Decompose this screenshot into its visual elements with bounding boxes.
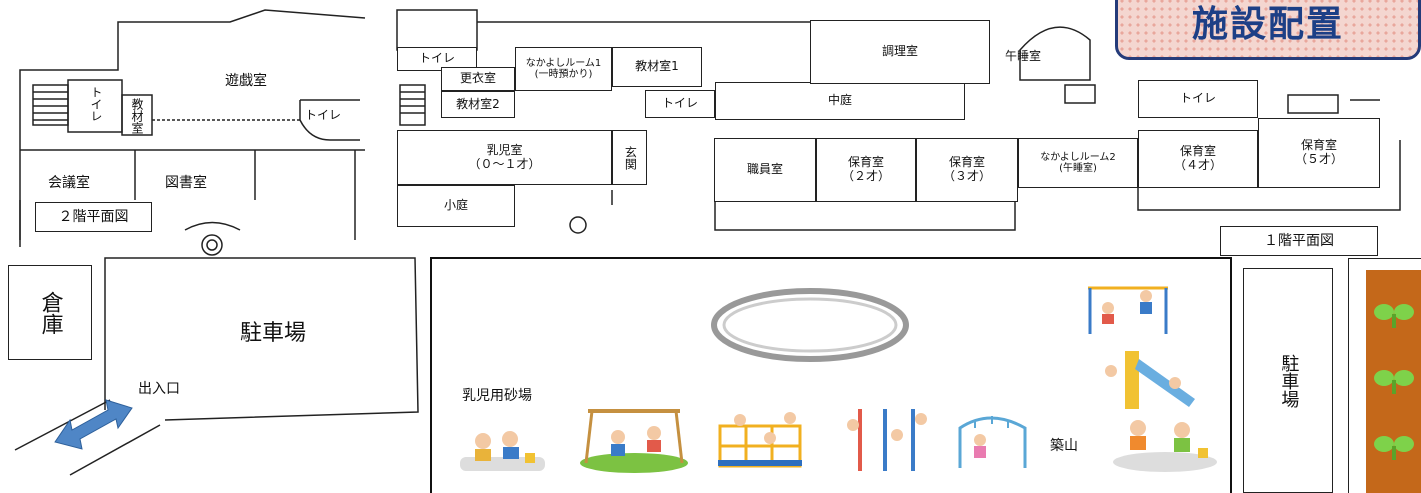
toilet-label: トイレ: [661, 96, 698, 111]
jungle-gym-icon: [718, 412, 802, 468]
material-room-1-label: 教材室1: [635, 59, 679, 74]
side-parking: 駐車場: [1243, 268, 1333, 493]
swing-icon: [580, 409, 688, 473]
sandbox-icon: [460, 431, 545, 471]
title-badge: 施設配置: [1115, 0, 1421, 60]
nursery-room-age: （２才）: [841, 169, 890, 183]
material-room-2-label: 教材室2: [456, 96, 500, 111]
nakayoshi-room-1: なかよしルーム1 (一時預かり): [515, 47, 612, 91]
nakayoshi-room-1-label: なかよしルーム1: [525, 57, 602, 69]
floor1-caption-text: １階平面図: [1264, 232, 1334, 249]
library-label: 図書室: [165, 175, 207, 191]
changing-room-label: 更衣室: [459, 71, 496, 86]
side-parking-label: 駐車場: [1278, 353, 1300, 408]
floor2-outline: [19, 9, 366, 256]
nursery-room-age3: 保育室 （３才）: [916, 138, 1018, 202]
nursery-room-age2: 保育室 （２才）: [816, 138, 916, 202]
nursery-room-age: （３才）: [942, 169, 991, 183]
nursery-room-age: （４才）: [1173, 158, 1222, 172]
monkey-bars-icon: [958, 416, 1027, 468]
nakayoshi-room-1-note: (一時預かり): [534, 69, 593, 80]
small-garden-label: 小庭: [443, 198, 468, 213]
mound-label: 築山: [1050, 438, 1078, 454]
nursery-room-label: 保育室: [1179, 144, 1216, 159]
small-garden: 小庭: [397, 185, 515, 227]
playroom-label: 遊戯室: [225, 73, 267, 89]
infant-room-label: 乳児室: [486, 142, 523, 157]
floor2-caption: ２階平面図: [35, 202, 152, 232]
entrance: 玄関: [612, 130, 647, 185]
nakayoshi-room-2: なかよしルーム2 (午睡室): [1018, 138, 1138, 188]
toilet-room: トイレ: [645, 90, 715, 118]
staff-room-label: 職員室: [746, 162, 783, 177]
page-title: 施設配置: [1191, 4, 1344, 45]
nursery-room-age5: 保育室 （５才）: [1258, 118, 1380, 188]
meeting-room-label: 会議室: [48, 175, 90, 191]
nakayoshi-room-2-label: なかよしルーム2: [1040, 151, 1116, 163]
changing-room: 更衣室: [441, 67, 515, 91]
toilet-label: トイレ: [305, 108, 342, 122]
infant-sandbox-label: 乳児用砂場: [462, 388, 532, 404]
toilet-room: トイレ: [1138, 80, 1258, 118]
track-icon: [711, 288, 909, 362]
storage: 倉庫: [8, 265, 92, 360]
toilet-label: トイレ: [418, 51, 455, 66]
plant-icon: [1374, 304, 1414, 460]
courtyard-label: 中庭: [827, 93, 852, 108]
infant-room-age: （０～１才）: [468, 156, 541, 171]
cooking-room-label: 調理室: [881, 44, 918, 59]
courtyard: 中庭: [715, 82, 965, 120]
toilet-label: トイレ: [89, 86, 103, 122]
nursery-room-label: 保育室: [847, 155, 884, 170]
mound-sandbox-icon: [1113, 420, 1217, 472]
parking-outline: [14, 257, 419, 476]
toilet-label: トイレ: [1179, 91, 1216, 106]
parking-label: 駐車場: [240, 321, 307, 346]
horizontal-bar-icon: [1088, 286, 1168, 334]
staff-room: 職員室: [714, 138, 816, 202]
nakayoshi-room-2-note: (午睡室): [1059, 163, 1097, 174]
garden-border: [1348, 258, 1421, 493]
gate-arrow-icon: [54, 399, 133, 450]
nursery-room-age: （５才）: [1294, 152, 1343, 166]
floor2-caption-text: ２階平面図: [58, 208, 129, 225]
climbing-pole-icon: [847, 409, 927, 471]
material-room-2: 教材室2: [441, 91, 515, 118]
slide-icon: [1105, 351, 1195, 409]
nursery-room-age4: 保育室 （４才）: [1138, 130, 1258, 188]
floor1-caption: １階平面図: [1220, 226, 1378, 256]
playground: [430, 257, 1232, 493]
storage-label: 倉庫: [37, 290, 63, 335]
infant-room: 乳児室 （０～１才）: [397, 130, 612, 185]
cooking-room: 調理室: [810, 20, 990, 84]
gate-label: 出入口: [138, 381, 180, 397]
nursery-room-label: 保育室: [948, 155, 985, 170]
nursery-room-label: 保育室: [1300, 138, 1337, 153]
nap-room-label: 午睡室: [1005, 49, 1042, 63]
material-room-label: 教材室: [130, 98, 144, 134]
material-room-1: 教材室1: [612, 47, 702, 87]
entrance-label: 玄関: [623, 145, 638, 170]
